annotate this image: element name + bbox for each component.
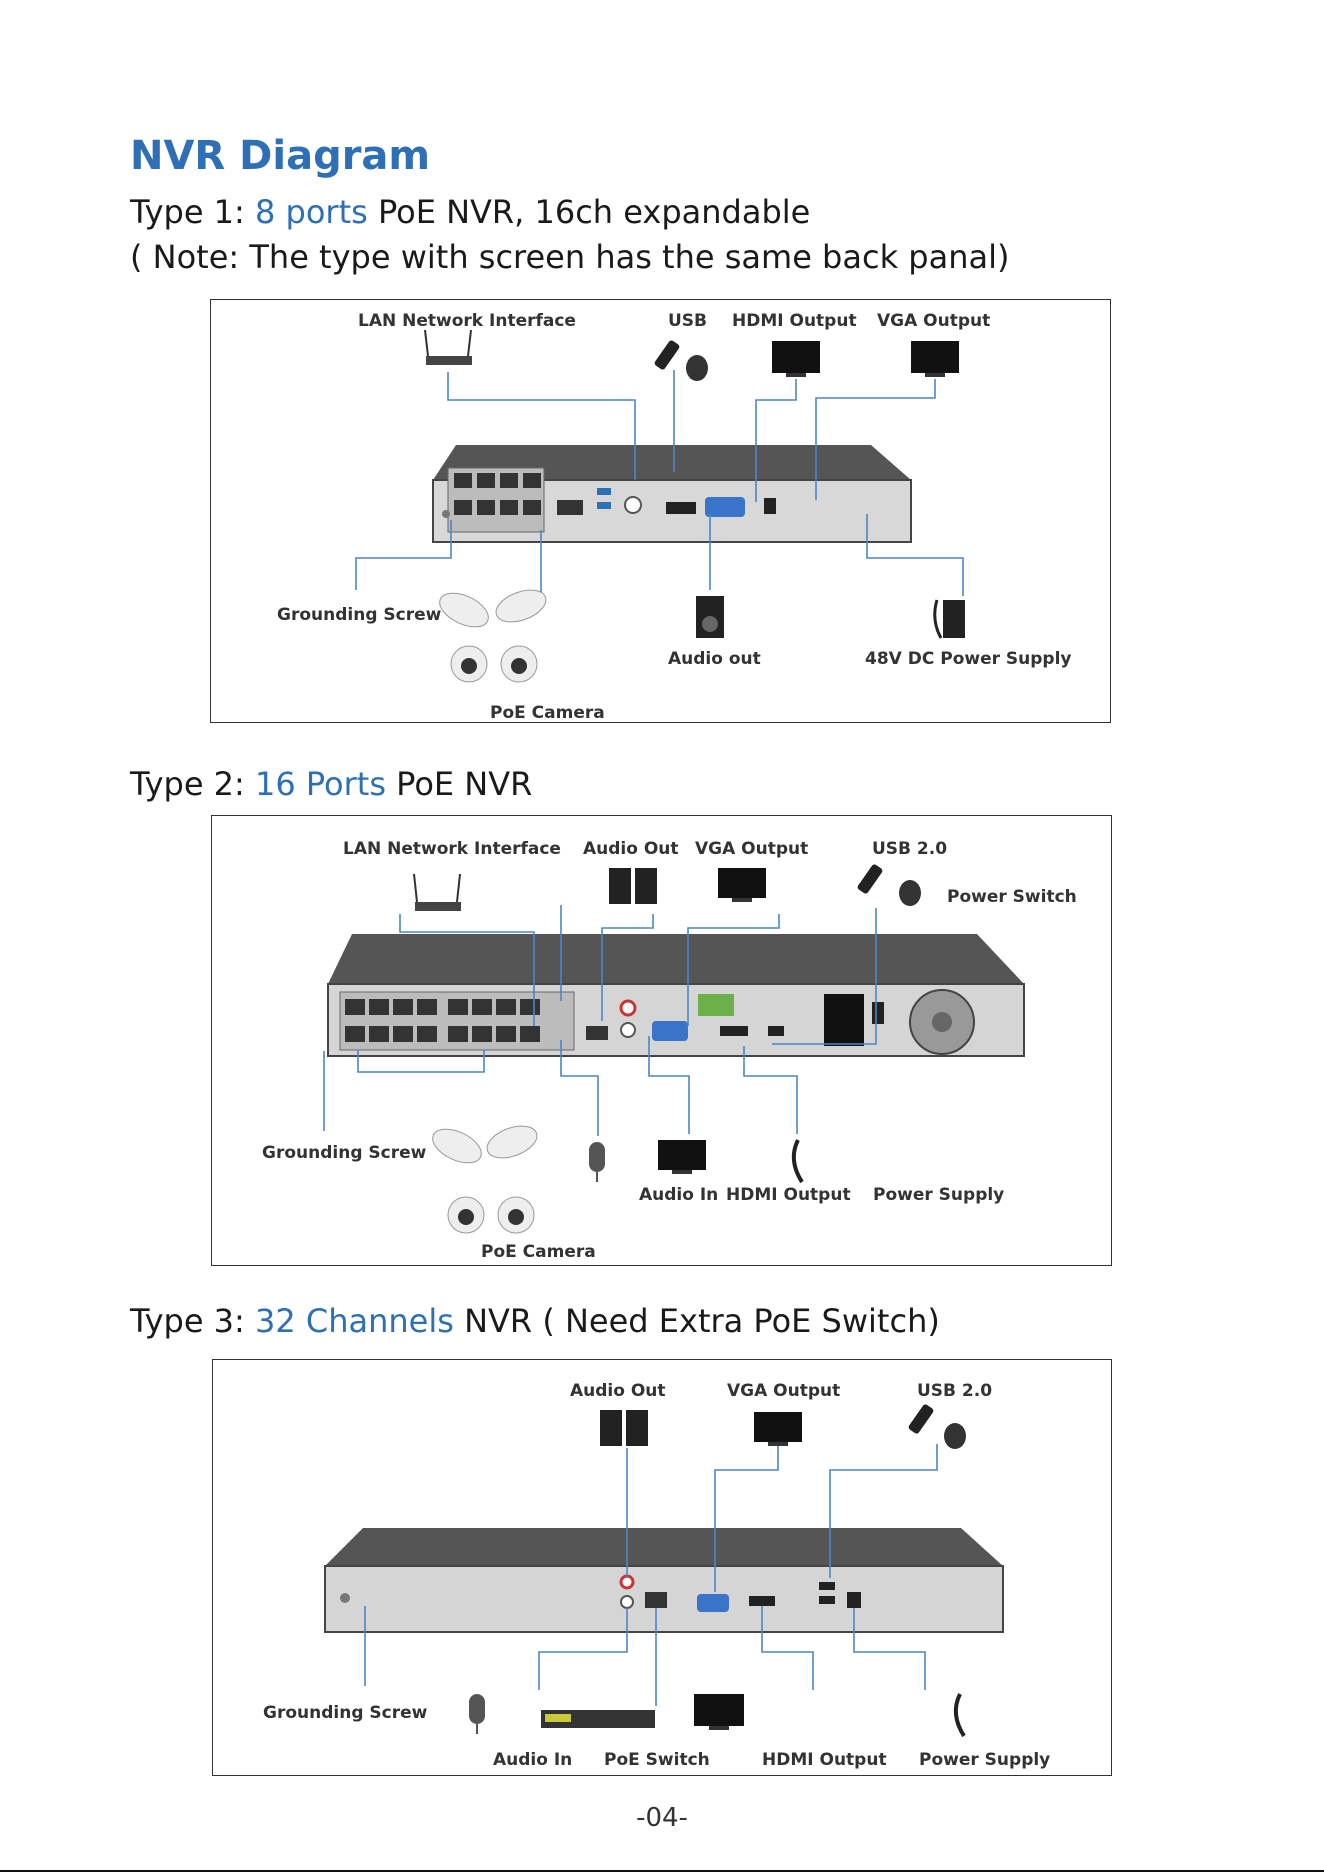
vga-wire bbox=[601, 914, 654, 1021]
page-number: -04- bbox=[636, 1803, 688, 1833]
label-poe-switch: PoE Switch bbox=[604, 1750, 710, 1770]
vga-monitor-icon bbox=[911, 341, 959, 377]
usb-icon bbox=[908, 1404, 966, 1449]
label-power: Power Supply bbox=[919, 1750, 1050, 1770]
type3-prefix: Type 3: bbox=[130, 1302, 255, 1340]
label-vga: VGA Output bbox=[877, 311, 990, 331]
type2-diagram-svg: LAN Network Interface Audio Out VGA Outp… bbox=[262, 839, 1077, 1262]
poe-camera-icons bbox=[432, 1125, 538, 1234]
vga-monitor-icon bbox=[754, 1412, 802, 1446]
hdmi-monitor-icon bbox=[772, 341, 820, 377]
label-camera: PoE Camera bbox=[481, 1242, 596, 1262]
audio-in-wire bbox=[538, 1608, 628, 1690]
label-hdmi: HDMI Output bbox=[762, 1750, 887, 1770]
microphone-icon bbox=[469, 1694, 485, 1734]
label-grounding: Grounding Screw bbox=[277, 605, 442, 625]
label-audio-out: Audio Out bbox=[570, 1381, 666, 1401]
type1-diagram-svg: LAN Network Interface USB HDMI Output VG… bbox=[277, 311, 1072, 722]
label-grounding: Grounding Screw bbox=[262, 1143, 427, 1163]
power-cable-icon bbox=[953, 1693, 966, 1738]
router-icon bbox=[413, 873, 461, 911]
label-grounding: Grounding Screw bbox=[263, 1703, 428, 1723]
router-icon bbox=[424, 329, 472, 365]
power-wire bbox=[866, 514, 964, 596]
usb-icon bbox=[654, 340, 708, 381]
label-lan: LAN Network Interface bbox=[358, 311, 576, 331]
type1-suffix: PoE NVR, 16ch expandable bbox=[367, 193, 811, 231]
type2-suffix: PoE NVR bbox=[385, 765, 533, 803]
label-usb: USB 2.0 bbox=[872, 839, 947, 859]
label-power-switch: Power Switch bbox=[947, 887, 1077, 907]
nvr-8port-device bbox=[432, 445, 912, 543]
label-power: Power Supply bbox=[873, 1185, 1004, 1205]
label-camera: PoE Camera bbox=[490, 703, 605, 722]
type2-title: Type 2: 16 Ports PoE NVR bbox=[130, 765, 532, 803]
type1-title: Type 1: 8 ports PoE NVR, 16ch expandable bbox=[130, 193, 810, 231]
hdmi-wire bbox=[755, 379, 797, 502]
label-hdmi: HDMI Output bbox=[732, 311, 857, 331]
bottom-rule bbox=[0, 1870, 1324, 1872]
grounding-wire bbox=[355, 520, 452, 590]
usb-wire bbox=[829, 1444, 938, 1578]
label-lan: LAN Network Interface bbox=[343, 839, 561, 859]
audio-in-wire bbox=[560, 1040, 599, 1136]
label-audio-in: Audio In bbox=[639, 1185, 718, 1205]
power-supply-wire bbox=[743, 1046, 798, 1134]
label-audio: Audio out bbox=[668, 649, 761, 669]
label-power: 48V DC Power Supply bbox=[865, 649, 1072, 669]
speaker-icon bbox=[696, 596, 724, 638]
lan-wire bbox=[447, 372, 636, 480]
power-switch-wire bbox=[772, 908, 877, 1045]
label-usb: USB 2.0 bbox=[917, 1381, 992, 1401]
label-usb: USB bbox=[668, 311, 707, 331]
page-heading: NVR Diagram bbox=[130, 133, 431, 179]
vga-wire bbox=[815, 379, 936, 500]
hdmi-wire bbox=[648, 1036, 690, 1134]
lan-wire bbox=[399, 914, 535, 1026]
nvr-32ch-device bbox=[324, 1528, 1004, 1633]
speaker-pair-icon bbox=[600, 1410, 648, 1446]
hdmi-monitor-icon bbox=[694, 1694, 744, 1730]
label-vga: VGA Output bbox=[695, 839, 808, 859]
usb-icon bbox=[857, 864, 921, 906]
usb-wire bbox=[687, 914, 780, 1026]
microphone-icon bbox=[589, 1142, 605, 1182]
hdmi-monitor-icon bbox=[658, 1140, 706, 1174]
type3-title: Type 3: 32 Channels NVR ( Need Extra PoE… bbox=[130, 1302, 940, 1340]
type1-note: ( Note: The type with screen has the sam… bbox=[130, 238, 1010, 276]
speaker-pair-icon bbox=[609, 868, 657, 904]
type1-diagram: LAN Network Interface USB HDMI Output VG… bbox=[210, 299, 1111, 723]
type3-highlight: 32 Channels bbox=[254, 1302, 454, 1340]
label-audio-in: Audio In bbox=[493, 1750, 572, 1770]
type2-prefix: Type 2: bbox=[130, 765, 255, 803]
vga-monitor-icon bbox=[718, 868, 766, 902]
power-adapter-icon bbox=[933, 599, 965, 639]
label-vga: VGA Output bbox=[727, 1381, 840, 1401]
power-supply-wire bbox=[853, 1608, 926, 1690]
poe-camera-icons bbox=[439, 589, 547, 683]
label-hdmi: HDMI Output bbox=[726, 1185, 851, 1205]
type3-suffix: NVR ( Need Extra PoE Switch) bbox=[453, 1302, 940, 1340]
type2-diagram: LAN Network Interface Audio Out VGA Outp… bbox=[211, 815, 1112, 1266]
vga-wire bbox=[714, 1446, 779, 1592]
label-audio-out: Audio Out bbox=[583, 839, 679, 859]
type3-diagram: Audio Out VGA Output USB 2.0 Grounding S… bbox=[212, 1359, 1112, 1776]
type1-highlight: 8 ports bbox=[254, 193, 368, 231]
poe-switch-icon bbox=[541, 1710, 655, 1728]
power-cable-icon bbox=[791, 1139, 804, 1184]
type1-prefix: Type 1: bbox=[130, 193, 255, 231]
camera-wire bbox=[357, 1050, 485, 1073]
type3-diagram-svg: Audio Out VGA Output USB 2.0 Grounding S… bbox=[263, 1381, 1050, 1770]
nvr-16port-device bbox=[327, 934, 1025, 1057]
type2-highlight: 16 Ports bbox=[254, 765, 386, 803]
hdmi-wire bbox=[761, 1606, 814, 1690]
